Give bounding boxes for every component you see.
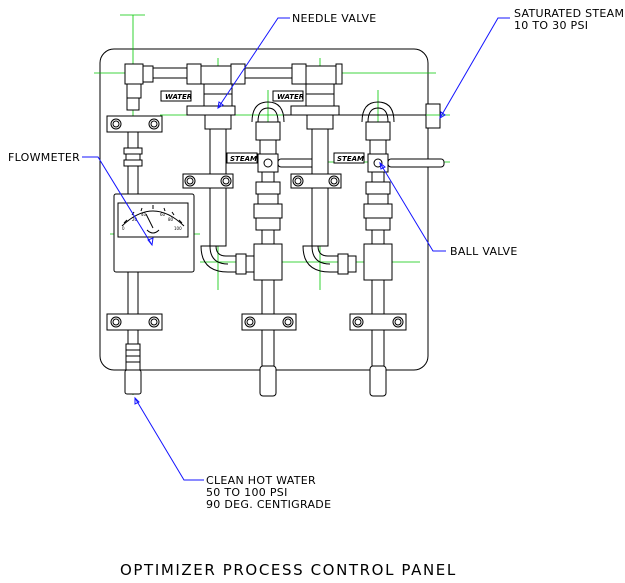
tag-steam-2-text: STEAM [337, 155, 364, 163]
tag-water-1: WATER [160, 90, 192, 102]
water-pressure-label: 50 TO 100 PSI [206, 486, 288, 499]
needle-valve-label: NEEDLE VALVE [292, 12, 377, 25]
dial-label-80: 80 [168, 217, 174, 222]
leader-lines [82, 17, 510, 481]
tag-water-2: WATER [272, 90, 304, 102]
ball-valve-body-2 [367, 153, 389, 173]
dial-label-40: 40 [141, 212, 147, 217]
steam-pressure-label: 10 TO 30 PSI [514, 19, 588, 32]
needle-valve-2 [290, 83, 357, 275]
flowmeter-dial [117, 202, 189, 238]
bracket-top-left [106, 115, 163, 133]
flowmeter-scale: 0 20 40 60 80 100 [122, 205, 183, 231]
flowmeter-column: 0 20 40 60 80 100 [106, 97, 195, 395]
water-header-pipe [124, 63, 343, 99]
bracket-bottom-2 [349, 313, 407, 331]
steam-inlet-stub [425, 103, 441, 129]
ball-valve-body-1 [257, 153, 279, 173]
ball-valve-2 [349, 101, 445, 397]
diagram-title: OPTIMIZER PROCESS CONTROL PANEL [120, 561, 457, 579]
ball-valve-label: BALL VALVE [450, 245, 518, 258]
flowmeter-needle [145, 213, 154, 229]
tag-water-1-text: WATER [165, 93, 192, 101]
dial-label-100: 100 [174, 226, 182, 231]
clean-hot-water-label: CLEAN HOT WATER [206, 474, 316, 487]
saturated-steam-label: SATURATED STEAM [514, 7, 624, 20]
tag-water-2-text: WATER [277, 93, 304, 101]
bracket-mid-1 [182, 173, 234, 189]
dial-label-0: 0 [122, 226, 125, 231]
dial-label-60: 60 [160, 212, 166, 217]
tag-steam-2: STEAM [333, 152, 365, 164]
bracket-bottom-1 [241, 313, 297, 331]
tag-steam-1-text: STEAM [230, 155, 257, 163]
bracket-bottom-left [106, 313, 163, 331]
flowmeter-label: FLOWMETER [8, 151, 80, 164]
dial-label-20: 20 [132, 217, 138, 222]
ball-valve-handle-2 [387, 158, 445, 168]
ball-valve-1 [241, 101, 329, 397]
water-temperature-label: 90 DEG. CENTIGRADE [206, 498, 331, 511]
tag-steam-1: STEAM [226, 152, 258, 164]
